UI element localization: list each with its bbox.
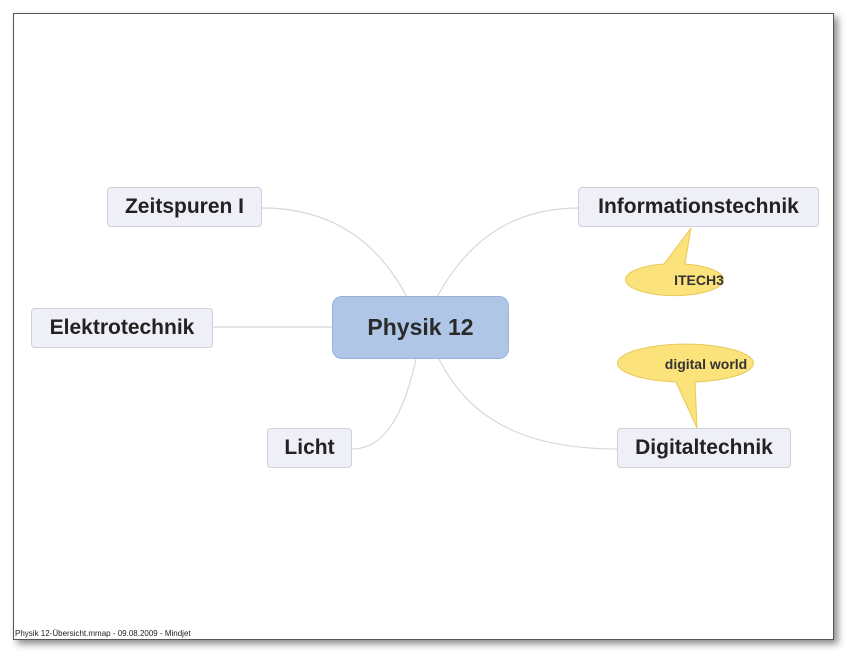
connector-licht <box>351 358 417 450</box>
callout-digital-world-label: digital world <box>664 356 748 372</box>
topic-licht-label: Licht <box>284 436 335 459</box>
topic-zeitspuren-label: Zeitspuren I <box>124 195 245 218</box>
central-topic[interactable]: Physik 12 <box>332 296 509 359</box>
topic-informationstechnik[interactable]: Informationstechnik <box>578 187 819 227</box>
connector-zeitspuren <box>261 207 408 298</box>
callout-digital-world[interactable]: digital world <box>638 345 774 383</box>
topic-zeitspuren[interactable]: Zeitspuren I <box>107 187 262 227</box>
topic-digitaltechnik-label: Digitaltechnik <box>635 436 773 459</box>
callout-itech3[interactable]: ITECH3 <box>650 264 748 296</box>
topic-informationstechnik-label: Informationstechnik <box>598 195 799 218</box>
callout-itech3-label: ITECH3 <box>674 272 724 288</box>
topic-digitaltechnik[interactable]: Digitaltechnik <box>617 428 791 468</box>
central-topic-label: Physik 12 <box>367 314 474 340</box>
callout-digital-world-shape <box>617 343 754 429</box>
connector-layer <box>213 207 754 450</box>
footer-caption: Physik 12-Übersicht.mmap - 09.08.2009 - … <box>15 629 191 638</box>
connector-digitaltechnik <box>438 358 619 450</box>
topic-licht[interactable]: Licht <box>267 428 352 468</box>
map-page: Zeitspuren I Elektrotechnik Licht Inform… <box>13 13 834 640</box>
topic-elektrotechnik-label: Elektrotechnik <box>49 316 195 339</box>
callout-itech3-shape <box>625 227 724 297</box>
topic-elektrotechnik[interactable]: Elektrotechnik <box>31 308 213 348</box>
connector-informationstechnik <box>436 207 580 298</box>
